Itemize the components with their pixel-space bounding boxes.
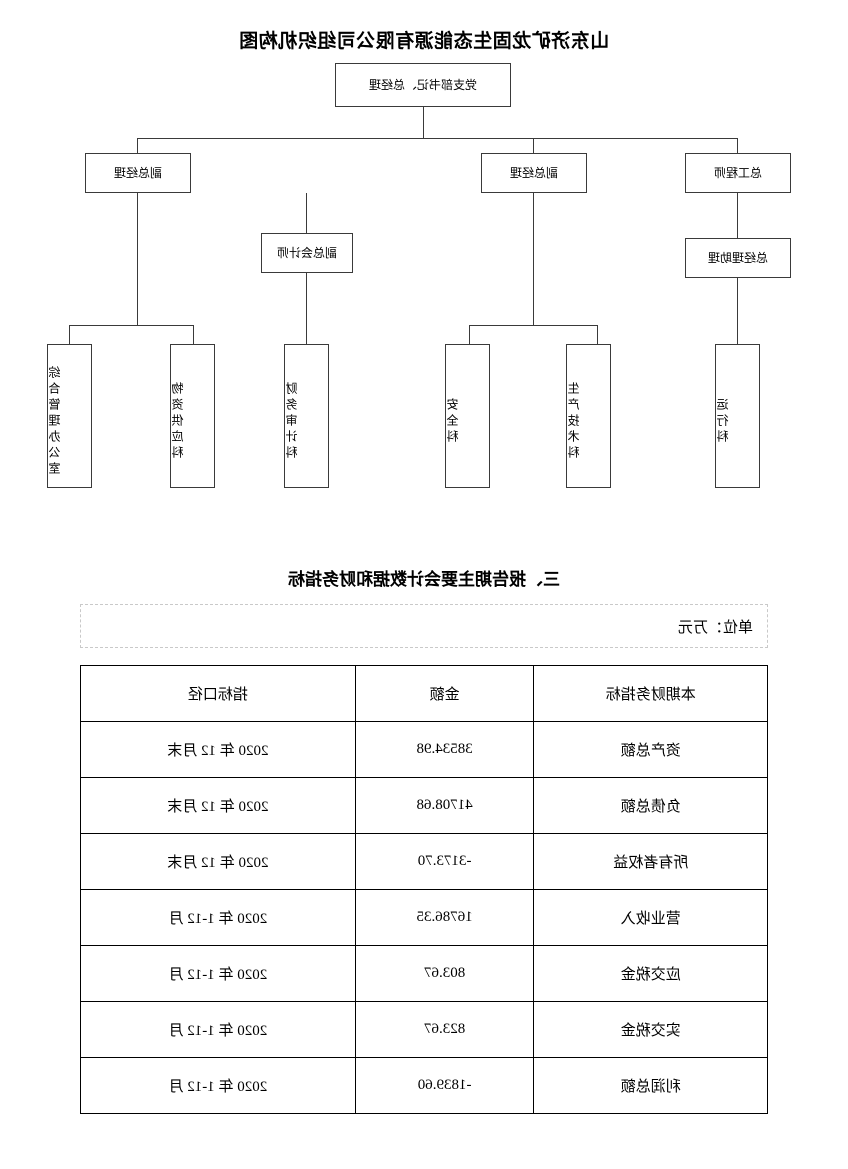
org-node-root: 党支部书记、总经理 (335, 63, 511, 107)
connector-accountant-to-finance-audit (306, 273, 307, 344)
table-row: 负债总额 41708.68 2020 年 12 月末 (80, 777, 768, 834)
cell-amount: 16786.35 (355, 889, 534, 946)
org-node-operations: 运行科 (715, 344, 760, 488)
connector-drop-safety (469, 325, 470, 344)
cell-basis: 2020 年 1-12 月 (80, 1057, 356, 1114)
table-row: 实交税金 823.67 2020 年 1-12 月 (80, 1001, 768, 1058)
cell-amount: -1839.60 (355, 1057, 534, 1114)
org-node-general-admin: 综合管理办公室 (47, 344, 92, 488)
org-node-chief-engineer: 总工程师 (685, 153, 791, 193)
org-node-safety: 安全科 (445, 344, 490, 488)
connector-drop-deputy-gm-center (533, 138, 534, 153)
cell-metric: 负债总额 (533, 777, 768, 834)
table-row: 利润总额 -1839.60 2020 年 1-12 月 (80, 1057, 768, 1114)
cell-amount: 41708.68 (355, 777, 534, 834)
org-node-production-tech: 生产技术科 (566, 344, 611, 488)
cell-basis: 2020 年 12 月末 (80, 833, 356, 890)
org-node-deputy-gm-center: 副总经理 (481, 153, 587, 193)
organization-chart: 山东济矿龙固生态能源有限公司组织机构图 党支部书记、总经理 总工程师 副总经理 … (0, 0, 848, 520)
cell-metric: 实交税金 (533, 1001, 768, 1058)
connector-drop-material-supply (193, 325, 194, 344)
cell-basis: 2020 年 12 月末 (80, 721, 356, 778)
table-unit-label: 单位：万元 (677, 619, 753, 636)
column-header-amount: 金额 (355, 665, 534, 722)
org-node-material-supply: 物资供应科 (170, 344, 215, 488)
connector-drop-production-tech (597, 325, 598, 344)
cell-basis: 2020 年 1-12 月 (80, 889, 356, 946)
cell-amount: 803.67 (355, 945, 534, 1002)
cell-amount: 823.67 (355, 1001, 534, 1058)
cell-metric: 所有者权益 (533, 833, 768, 890)
table-row: 资产总额 38534.98 2020 年 12 月末 (80, 721, 768, 778)
connector-deputy-gm-center-to-accountant (306, 193, 307, 233)
table-unit-box: 单位：万元 (80, 604, 768, 648)
financial-indicators-table: 本期财务指标 金额 指标口径 资产总额 38534.98 2020 年 12 月… (80, 665, 768, 1114)
table-header-row: 本期财务指标 金额 指标口径 (80, 665, 768, 722)
column-header-metric: 本期财务指标 (533, 665, 768, 722)
column-header-basis: 指标口径 (80, 665, 356, 722)
connector-deputy-gm-center-bus (470, 325, 598, 326)
cell-basis: 2020 年 12 月末 (80, 777, 356, 834)
connector-drop-chief-engineer (737, 138, 738, 153)
cell-metric: 应交税金 (533, 945, 768, 1002)
connector-deputy-gm-right-bus (70, 325, 194, 326)
table-row: 所有者权益 -3173.70 2020 年 12 月末 (80, 833, 768, 890)
cell-basis: 2020 年 1-12 月 (80, 1001, 356, 1058)
connector-deputy-gm-center-stem (533, 193, 534, 325)
org-chart-title: 山东济矿龙固生态能源有限公司组织机构图 (238, 31, 610, 52)
org-node-finance-audit: 财务审计科 (284, 344, 329, 488)
cell-amount: -3173.70 (355, 833, 534, 890)
connector-assistant-to-operations (737, 278, 738, 344)
connector-drop-deputy-gm-right (137, 138, 138, 153)
org-node-gm-assistant: 总经理助理 (685, 238, 791, 278)
table-row: 应交税金 803.67 2020 年 1-12 月 (80, 945, 768, 1002)
connector-drop-general-admin (69, 325, 70, 344)
cell-metric: 营业收入 (533, 889, 768, 946)
cell-metric: 利润总额 (533, 1057, 768, 1114)
cell-metric: 资产总额 (533, 721, 768, 778)
connector-chief-engineer-to-assistant (737, 193, 738, 238)
table-row: 营业收入 16786.35 2020 年 1-12 月 (80, 889, 768, 946)
connector-level1-bus (138, 138, 738, 139)
org-node-deputy-gm-right: 副总经理 (85, 153, 191, 193)
connector-root-stem (423, 107, 424, 138)
connector-deputy-gm-right-stem (137, 193, 138, 325)
cell-basis: 2020 年 1-12 月 (80, 945, 356, 1002)
cell-amount: 38534.98 (355, 721, 534, 778)
org-node-deputy-chief-accountant: 副总会计师 (261, 233, 353, 273)
section-heading: 三、报告期主要会计数据和财务指标 (288, 570, 560, 589)
